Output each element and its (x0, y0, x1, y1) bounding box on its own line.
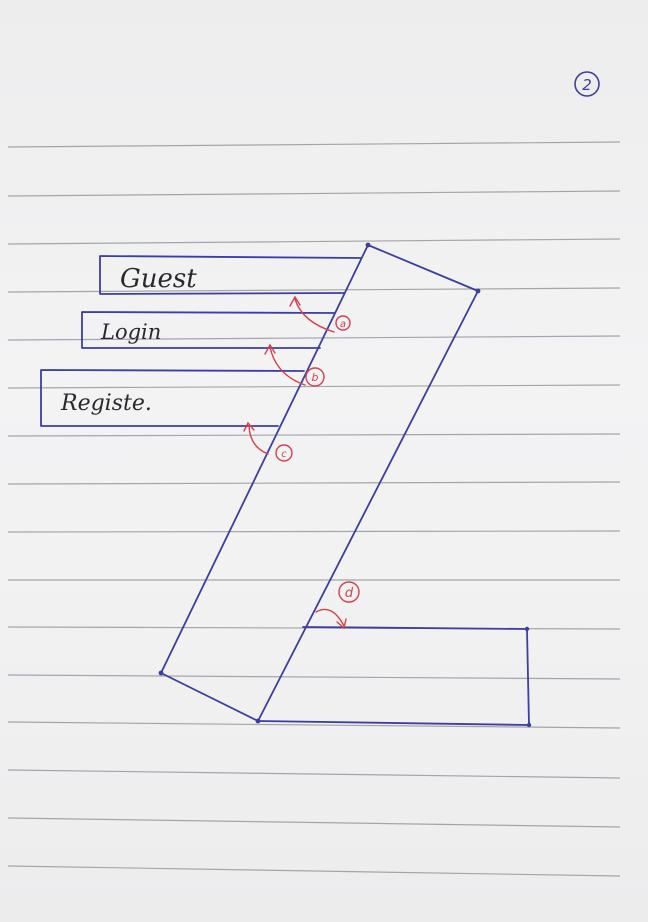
guest-button[interactable]: Guest (99, 255, 362, 295)
rotation-arrow-icon (264, 343, 276, 355)
rule-line (7, 865, 621, 877)
corner-dot (158, 670, 164, 676)
corner-dot (365, 242, 371, 248)
rotation-arrow-icon (289, 295, 301, 307)
rotation-arrow-icon (248, 425, 269, 455)
marker-d: d (345, 586, 354, 601)
marker-circle (275, 444, 293, 462)
rotation-arrow-icon (315, 608, 345, 627)
marker-b: b (312, 371, 319, 384)
login-button-label: Login (100, 320, 161, 344)
rule-line (7, 530, 621, 533)
register-button-outline (40, 369, 305, 427)
marker-circle (335, 315, 351, 331)
rotation-arrow-icon (243, 421, 255, 432)
rule-line (7, 335, 621, 341)
register-button[interactable]: Registe. (40, 369, 305, 427)
bottom-panel (257, 626, 532, 728)
rule-line (7, 817, 621, 828)
guest-button-label: Guest (120, 264, 197, 294)
corner-dot (475, 288, 481, 294)
rule-line (7, 238, 621, 245)
rule-line (7, 141, 621, 148)
ruled-lines (7, 141, 621, 877)
page-number-circle (574, 71, 600, 97)
login-button-outline (81, 311, 336, 349)
rule-line (7, 721, 621, 729)
marker-circle (338, 581, 360, 603)
marker-c: c (281, 449, 287, 460)
rotation-arrow-icon (336, 618, 347, 630)
corner-dot (524, 626, 530, 632)
marker-a: a (340, 319, 346, 330)
annotation-a: a (289, 295, 351, 333)
rule-line (7, 674, 621, 680)
annotation-d: d (315, 581, 360, 630)
rotation-arrow-icon (294, 298, 335, 333)
rule-line (7, 481, 621, 485)
corner-dot (526, 722, 532, 728)
register-button-label: Registe. (60, 391, 152, 416)
bottom-panel-outline (257, 626, 530, 726)
guest-button-outline (99, 255, 362, 295)
rule-line (7, 287, 621, 293)
rule-line (7, 433, 621, 437)
marker-circle (305, 367, 325, 387)
annotation-b: b (264, 343, 325, 387)
annotation-c: c (243, 421, 293, 462)
page-number-badge: 2 (574, 71, 600, 97)
rotation-arrow-icon (269, 346, 306, 386)
rule-line (7, 769, 621, 779)
login-button[interactable]: Login (81, 311, 336, 349)
page-number: 2 (582, 76, 592, 94)
rule-line (7, 190, 621, 197)
